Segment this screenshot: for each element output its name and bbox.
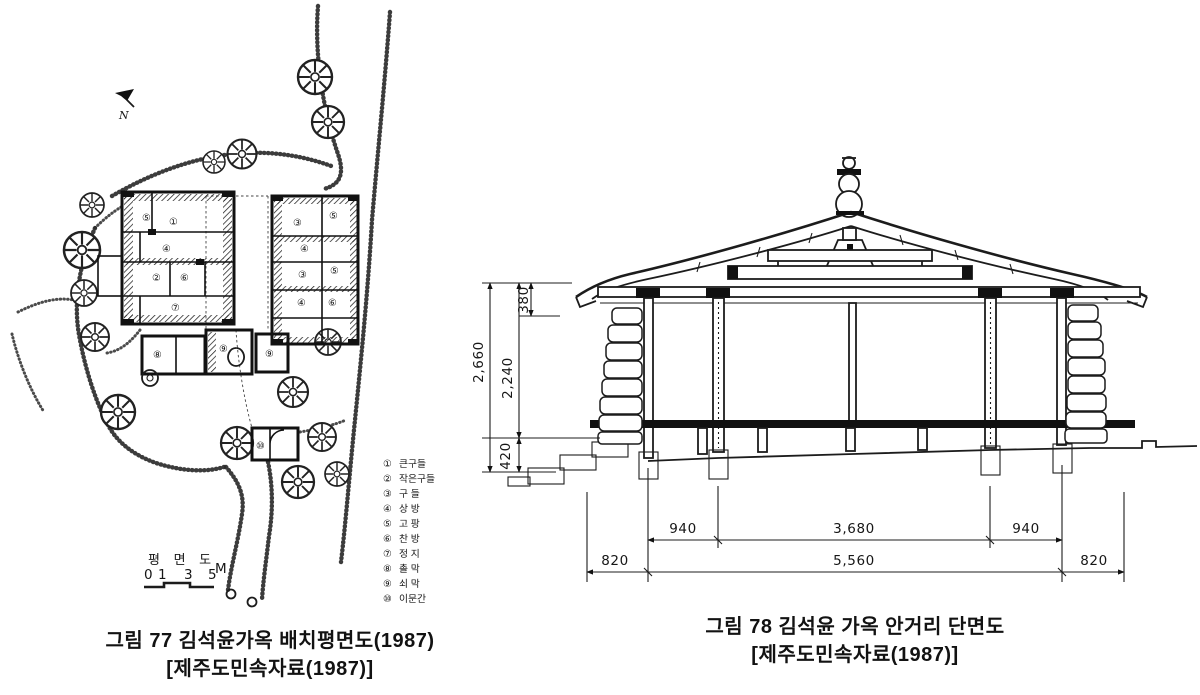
dim-bay-center: 3,680 [833, 521, 875, 537]
figure-78-section: 2,660 2,240 380 420 940 3,680 940 820 5,… [471, 156, 1198, 582]
outbuildings: ⑧ ⑨ ⑨ [140, 328, 290, 387]
north-label: N [118, 109, 129, 122]
entry-step [559, 454, 597, 471]
main-building-right: ③ ⑤ ④ ③ ⑤ ④ ⑥ [270, 194, 360, 346]
dim-bay-right: 940 [1012, 521, 1040, 537]
dim-total-span: 5,560 [833, 553, 875, 569]
room-number: ① [169, 217, 178, 228]
room-number: ⑥ [328, 298, 337, 309]
dim-wall-height: 2,240 [500, 357, 516, 399]
plan-scale-bar [144, 581, 214, 589]
room-number: ② [152, 273, 161, 284]
room-number: ⑨ [219, 344, 228, 355]
svg-text:②: ② [383, 474, 392, 485]
entry-step [527, 467, 565, 485]
dim-roof-band: 380 [516, 286, 532, 314]
svg-text:찬 방: 찬 방 [399, 533, 420, 545]
scale-tick: 3 [184, 567, 193, 583]
room-number: ③ [293, 218, 302, 229]
scale-tick: 1 [158, 567, 167, 583]
svg-text:큰구들: 큰구들 [399, 458, 426, 470]
ridge-structure [597, 227, 1141, 304]
plan-title: 평 면 도 [148, 552, 216, 567]
svg-text:⑩: ⑩ [383, 594, 392, 605]
svg-text:④: ④ [383, 504, 392, 515]
dimension-bottom: 940 3,680 940 820 5,560 820 [586, 465, 1125, 582]
gate-building: ⑩ [250, 426, 300, 462]
caption-fig78-line2: [제주도민속자료(1987)] [751, 644, 959, 666]
dim-total-height: 2,660 [471, 341, 487, 383]
entry-step [507, 476, 531, 487]
center-post [848, 302, 857, 422]
north-arrow-icon: N [115, 89, 135, 122]
svg-text:쇠 막: 쇠 막 [399, 578, 420, 590]
svg-text:촐 막: 촐 막 [399, 563, 420, 575]
svg-text:③: ③ [383, 489, 392, 500]
room-number: ⑩ [256, 441, 265, 452]
figure-77-site-plan: N ⑤ ① ④ ② ⑥ ⑦ [10, 3, 435, 608]
svg-text:⑦: ⑦ [383, 549, 392, 560]
room-number: ⑤ [142, 213, 151, 224]
svg-text:⑤: ⑤ [383, 519, 392, 530]
svg-text:⑨: ⑨ [383, 579, 392, 590]
scale-tick: 0 [144, 567, 153, 583]
dim-bay-left: 940 [669, 521, 697, 537]
caption-fig77-line1: 그림 77 김석윤가옥 배치평면도(1987) [105, 630, 435, 652]
room-number: ⑤ [330, 266, 339, 277]
dimension-left: 2,660 2,240 380 420 [471, 282, 600, 473]
caption-fig77: 그림 77 김석윤가옥 배치평면도(1987) [제주도민속자료(1987)] [10, 627, 530, 683]
svg-text:⑧: ⑧ [383, 564, 392, 575]
room-number: ④ [300, 244, 309, 255]
dim-eave-right: 820 [1080, 553, 1108, 569]
outer-right-column [1056, 297, 1067, 446]
outer-left-column [643, 297, 654, 459]
dim-eave-left: 820 [601, 553, 629, 569]
room-number: ③ [298, 270, 307, 281]
ridge-finial [835, 156, 863, 218]
inner-left-column [712, 297, 725, 453]
svg-text:고 팡: 고 팡 [399, 518, 420, 530]
svg-text:①: ① [383, 459, 392, 470]
caption-fig78: 그림 78 김석윤 가옥 안거리 단면도 [제주도민속자료(1987)] [565, 613, 1145, 669]
svg-text:이문간: 이문간 [399, 593, 426, 605]
caption-fig78-line1: 그림 78 김석윤 가옥 안거리 단면도 [705, 616, 1005, 638]
svg-text:정 지: 정 지 [399, 548, 420, 560]
scale-unit: M [215, 561, 227, 577]
dim-floor-band: 420 [498, 442, 514, 470]
svg-text:작은구들: 작은구들 [399, 473, 435, 485]
floor-structure [507, 420, 1198, 487]
svg-text:⑥: ⑥ [383, 534, 392, 545]
scale-tick: 5 [208, 567, 217, 583]
floor-line [590, 420, 1135, 428]
svg-text:구 들: 구 들 [399, 488, 420, 500]
main-building-left: ⑤ ① ④ ② ⑥ ⑦ [97, 190, 236, 326]
plan-title-block: 평 면 도 0 1 3 5 M [144, 552, 227, 589]
room-number: ⑧ [153, 350, 162, 361]
room-number: ④ [297, 298, 306, 309]
room-number: ⑦ [171, 303, 180, 314]
room-number: ⑨ [265, 349, 274, 360]
room-number: ⑥ [180, 273, 189, 284]
room-number: ⑤ [329, 211, 338, 222]
stone-wall-right [1064, 304, 1108, 444]
room-number: ④ [162, 244, 171, 255]
plan-legend: ① 큰구들 ② 작은구들 ③ 구 들 ④ 상 방 ⑤ 고 팡 ⑥ 찬 방 ⑦ 정 지 ⑧ 촐 막… [383, 458, 435, 605]
columns [636, 288, 1074, 459]
caption-fig77-line2: [제주도민속자료(1987)] [166, 658, 374, 680]
svg-text:상 방: 상 방 [399, 503, 420, 515]
stone-wall-left [597, 307, 643, 445]
